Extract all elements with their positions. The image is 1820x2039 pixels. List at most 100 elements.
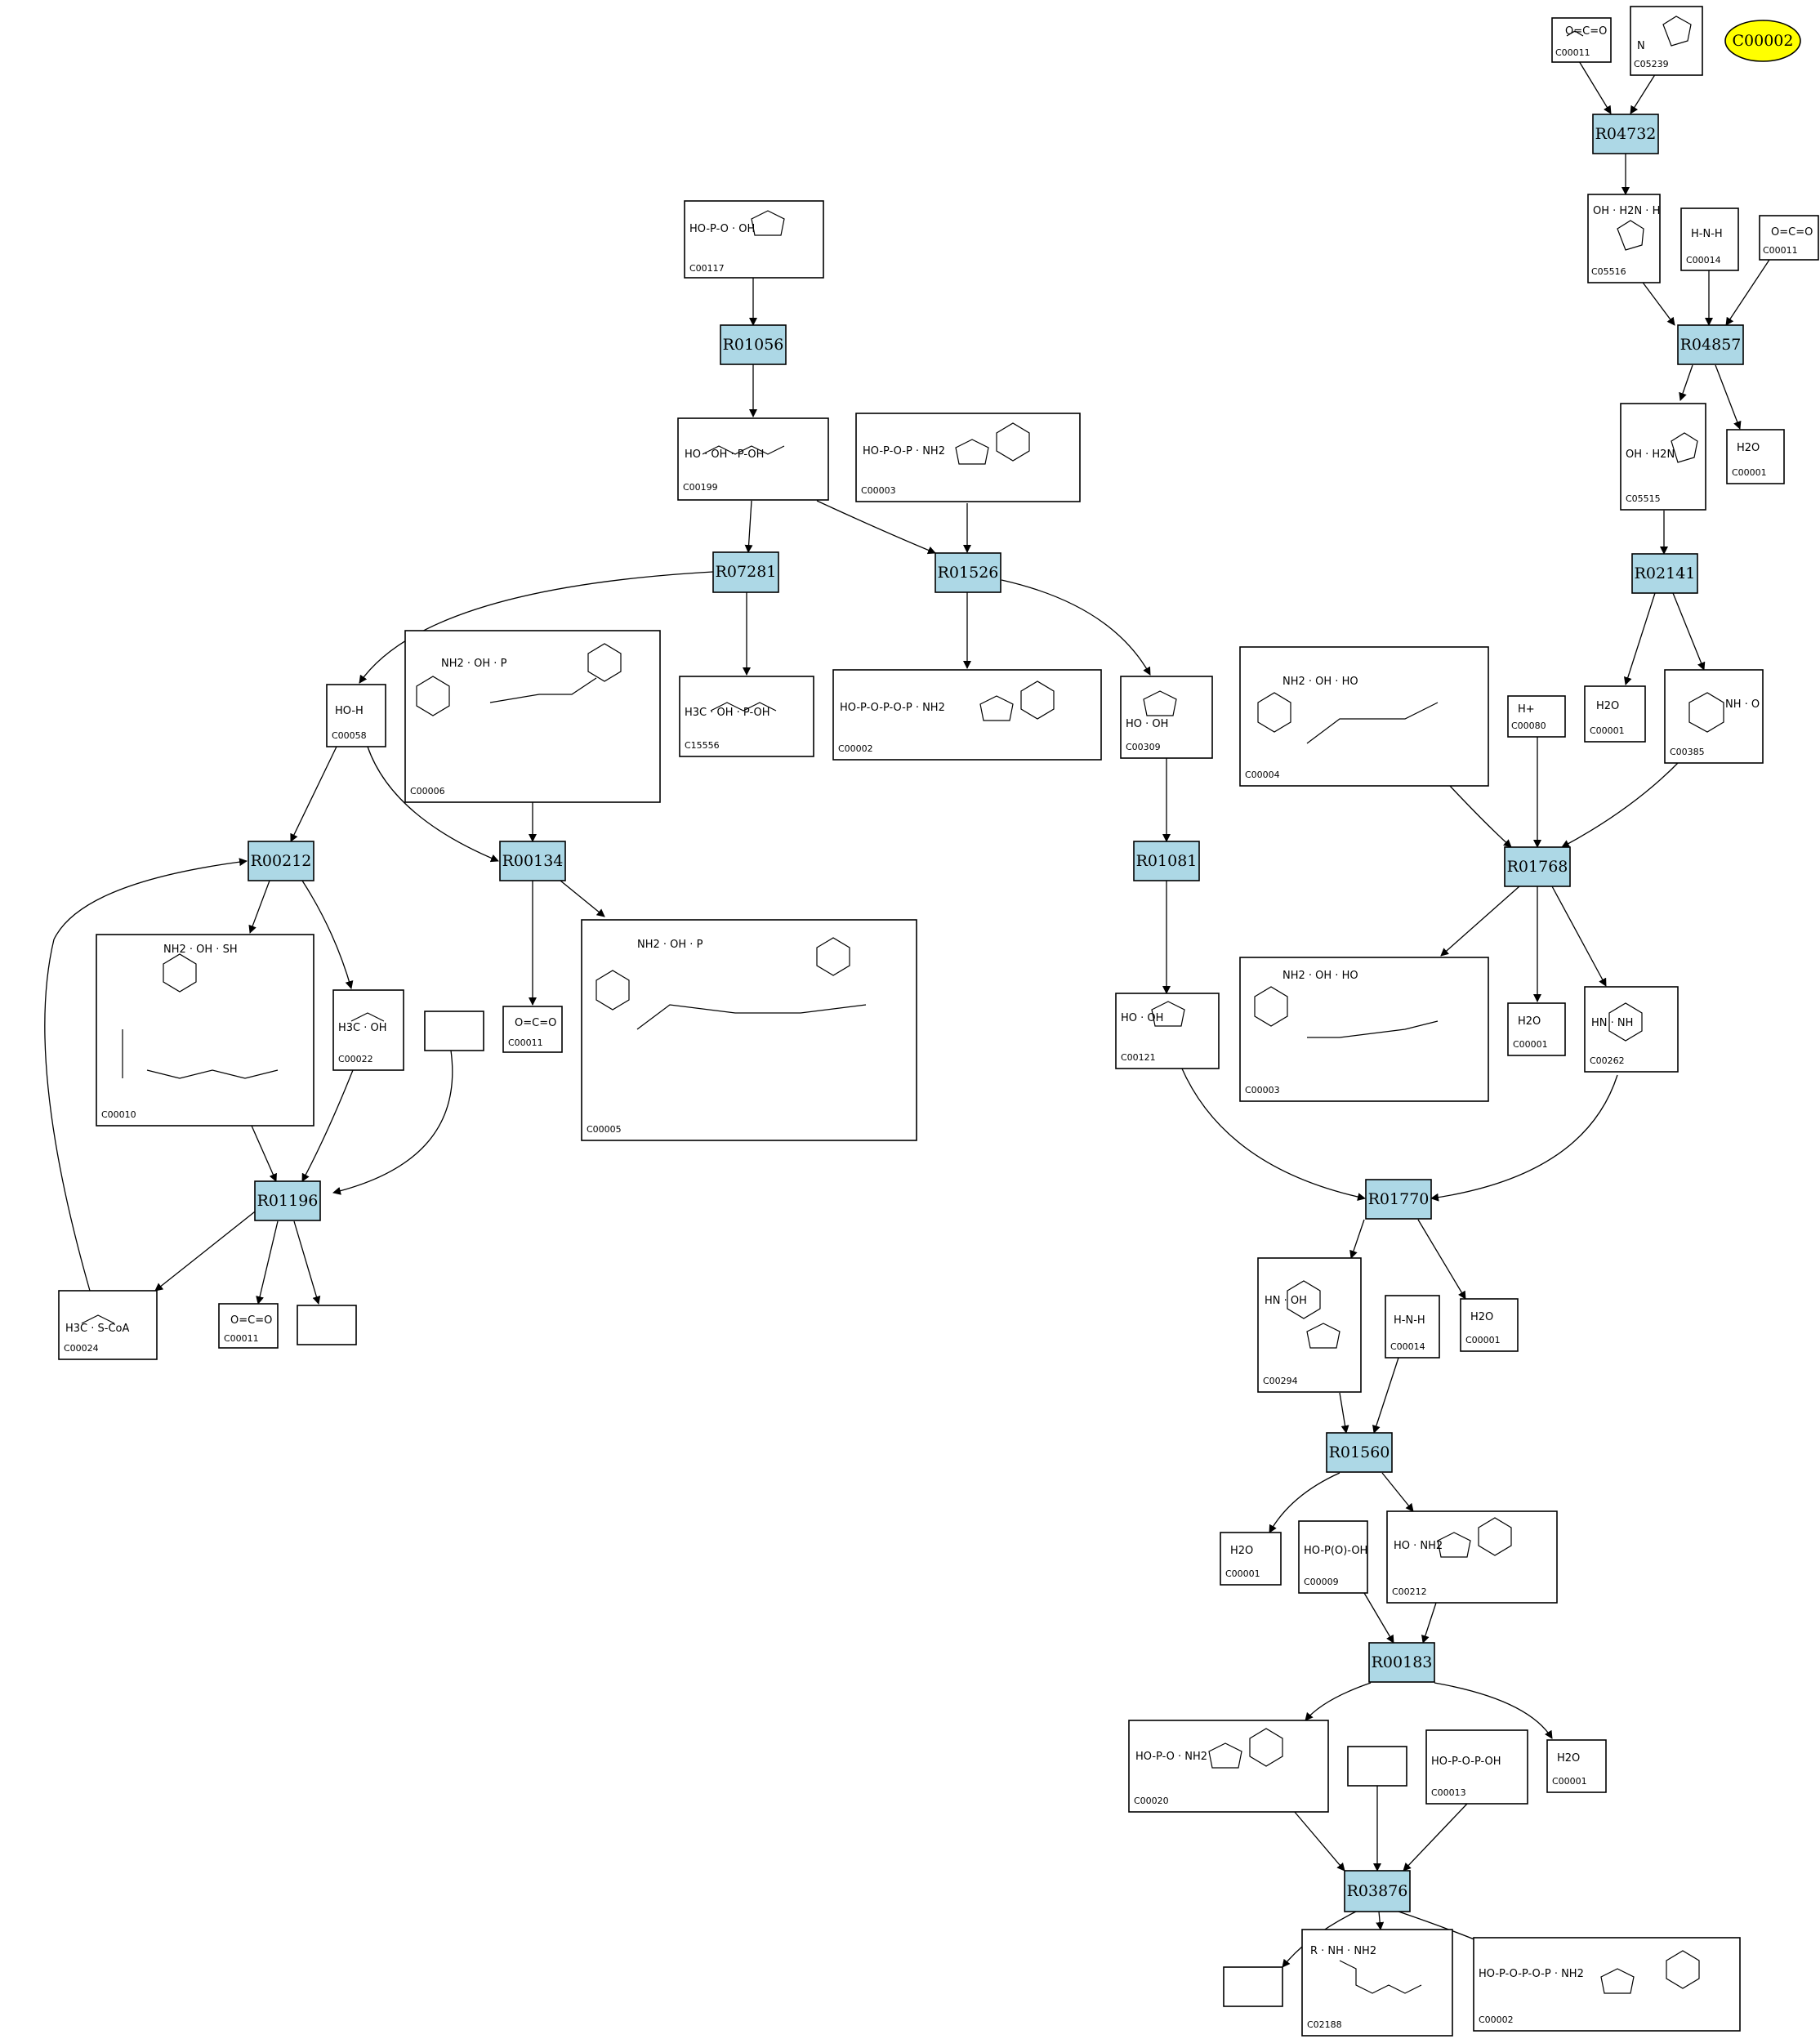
compound-node[interactable]: HO · OH C00309: [1120, 676, 1213, 759]
compound-id: C00001: [1513, 1039, 1548, 1050]
compound-node[interactable]: H-N-H C00014: [1680, 207, 1739, 271]
compound-node[interactable]: H3C · S-CoA C00024: [58, 1290, 158, 1360]
compound-node[interactable]: OH · H2N · H C05516: [1587, 194, 1661, 283]
edges: [44, 56, 1770, 1968]
edge: [1630, 69, 1659, 114]
reaction-node[interactable]: R07281: [712, 551, 779, 593]
molecule-atoms: NH2 · OH · P: [637, 939, 703, 951]
molecule-atoms: H+: [1518, 703, 1535, 716]
compound-node[interactable]: NH2 · OH · HO C00003: [1239, 957, 1489, 1102]
compound-node[interactable]: H-N-H C00014: [1385, 1295, 1440, 1359]
compound-node[interactable]: NH2 · OH · P C00006: [404, 630, 661, 803]
highlight-ellipse: [1724, 20, 1801, 62]
compound-node[interactable]: HO-H C00058: [326, 684, 386, 747]
compound-node[interactable]: H3C · OH C00022: [332, 989, 404, 1071]
reaction-node[interactable]: R00212: [248, 841, 314, 881]
compound-node[interactable]: N C05239: [1630, 6, 1703, 76]
compound-node[interactable]: HN · OH C00294: [1257, 1257, 1362, 1393]
compound-id: C00011: [508, 1037, 543, 1048]
compound-node[interactable]: O=C=O C00011: [1759, 215, 1819, 261]
reaction-node[interactable]: R01770: [1365, 1179, 1432, 1220]
molecule-atoms: H2O: [1596, 700, 1619, 712]
highlight-node[interactable]: C00002: [1724, 20, 1801, 62]
reaction-node[interactable]: R02141: [1631, 553, 1698, 594]
edge: [1293, 1810, 1345, 1872]
molecule-atoms: H3C · OH · P-OH: [685, 707, 770, 719]
compound-node[interactable]: R · NH · NH2 C02188: [1301, 1929, 1453, 2037]
reaction-node[interactable]: R01768: [1504, 846, 1571, 887]
edge: [1417, 1219, 1466, 1300]
compound-node[interactable]: H2O C00001: [1460, 1298, 1519, 1352]
edge: [1363, 1592, 1394, 1644]
compound-node[interactable]: H+ C00080: [1507, 695, 1566, 738]
compound-node[interactable]: HO-P(O)-OH C00009: [1298, 1520, 1368, 1594]
molecule-atoms: HN · OH: [1265, 1295, 1307, 1307]
edge: [1430, 1074, 1618, 1202]
molecule-atoms: H2O: [1518, 1015, 1541, 1028]
edge: [367, 746, 499, 863]
compound-node[interactable]: NH2 · OH · SH C00010: [96, 934, 314, 1127]
reaction-node[interactable]: R01560: [1326, 1432, 1393, 1473]
edge: [301, 1069, 354, 1182]
molecule-atoms: O=C=O: [1771, 226, 1813, 239]
compound-id: C00024: [64, 1343, 99, 1354]
reaction-node[interactable]: R03876: [1344, 1870, 1411, 1912]
compound-id: C00011: [1555, 47, 1590, 58]
edge: [1376, 1911, 1385, 1930]
compound-node-empty[interactable]: [424, 1011, 484, 1051]
compound-node[interactable]: H2O C00001: [1220, 1532, 1282, 1586]
compound-node[interactable]: H2O C00001: [1507, 1002, 1566, 1056]
compound-node[interactable]: HO · NH2 C00212: [1386, 1510, 1558, 1604]
reaction-node[interactable]: R01526: [935, 552, 1001, 593]
compound-node[interactable]: HO-P-O-P-O-P · NH2 C00002: [832, 669, 1102, 761]
compound-node[interactable]: NH2 · OH · HO C00004: [1239, 646, 1489, 787]
molecule-atoms: O=C=O: [1565, 25, 1607, 38]
compound-node[interactable]: HO · OH C00121: [1115, 993, 1220, 1069]
compound-node[interactable]: H3C · OH · P-OH C15556: [679, 676, 814, 757]
compound-node[interactable]: O=C=O C00011: [218, 1303, 279, 1349]
edge: [1180, 1066, 1366, 1201]
compound-node[interactable]: O=C=O C00011: [502, 1006, 563, 1053]
compound-node[interactable]: HO · OH · P-OH C00199: [677, 417, 829, 501]
reaction-node[interactable]: R01196: [254, 1180, 321, 1221]
compound-node[interactable]: HO-P-O-P-OH C00013: [1425, 1729, 1528, 1805]
edge: [248, 880, 270, 934]
compound-node-empty[interactable]: [1223, 1966, 1283, 2007]
molecule-atoms: H2O: [1470, 1311, 1493, 1323]
compound-node[interactable]: HO-P-O · NH2 C00020: [1128, 1720, 1329, 1813]
compound-node-empty[interactable]: [297, 1305, 357, 1345]
compound-id: C00058: [332, 730, 367, 741]
reaction-node[interactable]: R04857: [1677, 324, 1744, 365]
reaction-node[interactable]: R01056: [720, 324, 787, 365]
compound-node[interactable]: H2O C00001: [1546, 1739, 1607, 1793]
edge: [560, 880, 605, 917]
compound-node[interactable]: NH2 · OH · P C00005: [581, 919, 917, 1141]
compound-id: C00001: [1590, 725, 1625, 736]
compound-node[interactable]: HN · NH C00262: [1584, 986, 1679, 1073]
reaction-node[interactable]: R00134: [499, 841, 566, 881]
molecule-atoms: NH2 · OH · P: [441, 658, 507, 670]
compound-node[interactable]: HO-P-O-P · NH2 C00003: [855, 413, 1081, 502]
compound-node[interactable]: H2O C00001: [1726, 429, 1785, 484]
reaction-node[interactable]: R01081: [1133, 841, 1200, 881]
compound-node[interactable]: NH · O C00385: [1664, 669, 1764, 764]
reaction-label: R02141: [1635, 564, 1696, 582]
molecule-atoms: H-N-H: [1691, 228, 1723, 240]
compound-node[interactable]: OH · H2N C05515: [1620, 403, 1706, 511]
edge: [1551, 886, 1607, 987]
edge: [816, 500, 936, 555]
reaction-node[interactable]: R00183: [1368, 1642, 1435, 1683]
compound-node-empty[interactable]: [1347, 1746, 1407, 1787]
compound-id: C15556: [685, 740, 720, 751]
compound-node[interactable]: HO-P-O-P-O-P · NH2 C00002: [1473, 1937, 1741, 2032]
compound-id: C00011: [224, 1333, 259, 1344]
molecule-atoms: HO-P-O-P-OH: [1431, 1756, 1501, 1768]
reaction-node[interactable]: R04732: [1592, 114, 1659, 154]
edge: [1381, 1472, 1414, 1512]
compound-node[interactable]: H2O C00001: [1584, 685, 1646, 743]
edge: [1725, 259, 1770, 326]
molecule-atoms: HO-P-O-P-O-P · NH2: [1479, 1968, 1584, 1980]
compound-node[interactable]: O=C=O C00011: [1551, 17, 1612, 63]
compound-node[interactable]: HO-P-O · OH C00117: [684, 200, 824, 279]
compound-id: C05239: [1634, 59, 1669, 69]
